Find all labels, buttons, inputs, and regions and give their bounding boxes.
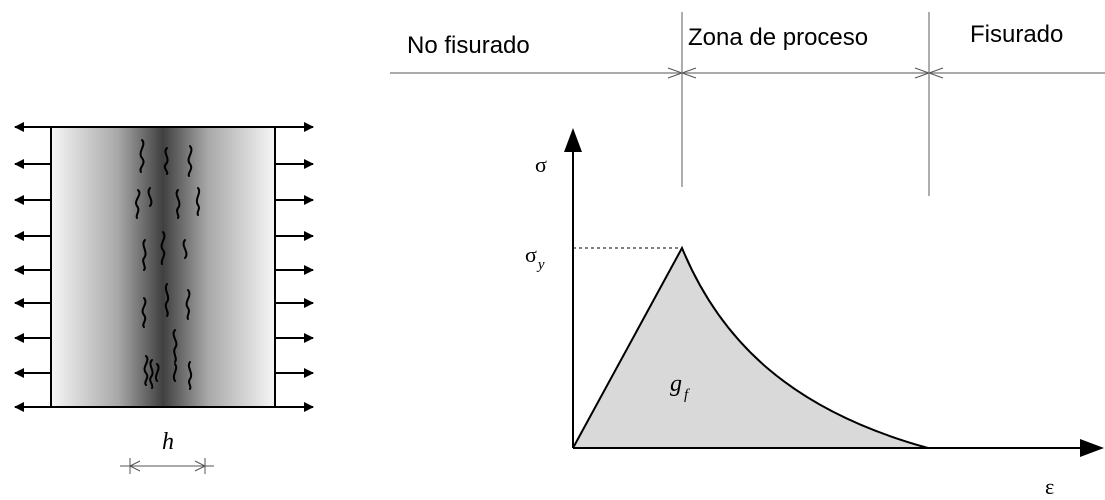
- yield-stress-label: σy: [525, 242, 545, 273]
- y-axis-arrowhead: [564, 128, 582, 152]
- zone-label-cracked: Fisurado: [970, 21, 1063, 48]
- specimen: h: [14, 122, 314, 474]
- band-width-label: h: [162, 429, 174, 455]
- load-arrows-right: [275, 122, 314, 412]
- zone-label-process: Zona de proceso: [688, 24, 868, 51]
- fracture-energy-symbol: g: [670, 371, 682, 397]
- y-axis-label: σ: [535, 152, 547, 177]
- stress-strain-curve: [572, 245, 929, 449]
- x-axis-arrowhead: [1080, 439, 1104, 457]
- zone-header: No fisurado Zona de proceso Fisurado: [390, 12, 1105, 196]
- zone-label-uncracked: No fisurado: [407, 32, 530, 59]
- x-axis-label: ε: [1045, 474, 1054, 499]
- yield-stress-symbol: σ: [525, 242, 537, 267]
- fracture-energy-subscript: f: [684, 387, 690, 403]
- band-width-dimension: [120, 458, 214, 474]
- specimen-body: [50, 126, 276, 408]
- micro-cracks: [135, 139, 201, 390]
- yield-stress-subscript: y: [536, 257, 545, 273]
- fracture-energy-area: [573, 248, 928, 448]
- load-arrows-left: [14, 122, 51, 412]
- axes: [572, 150, 1082, 449]
